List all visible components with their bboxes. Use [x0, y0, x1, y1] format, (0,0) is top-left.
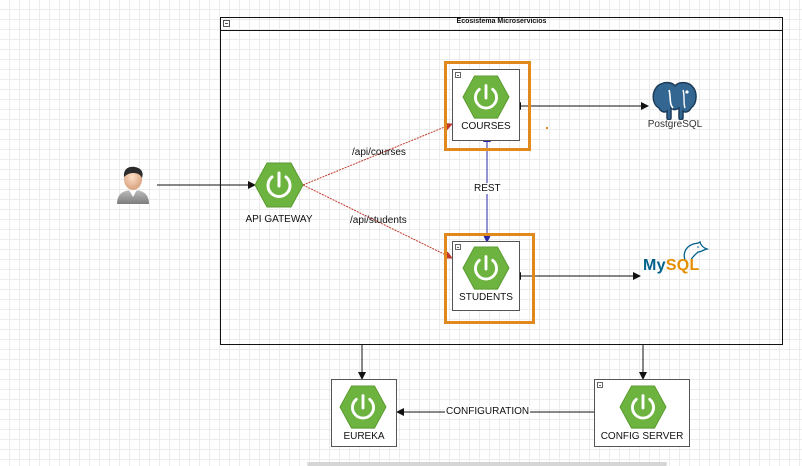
stray-point: [546, 127, 548, 129]
spring-power-icon: [619, 385, 667, 429]
eureka-spring-icon: [338, 384, 388, 430]
spring-power-icon: [462, 246, 510, 290]
mysql-dolphin-icon: [683, 240, 710, 261]
eureka-label: EUREKA: [343, 431, 385, 442]
collapse-icon[interactable]: [455, 244, 461, 250]
container-title: Ecosistema Microservicios: [456, 18, 547, 25]
label-api-students: /api/students: [350, 215, 407, 226]
label-configuration: CONFIGURATION: [445, 406, 531, 417]
students-highlight: [444, 233, 535, 324]
user-icon: [117, 166, 149, 204]
mysql-logo-text: MySQL: [643, 257, 700, 275]
spring-power-icon: [254, 162, 304, 208]
config-server-label: CONFIG SERVER: [600, 431, 684, 442]
collapse-icon[interactable]: [597, 382, 603, 388]
collapse-icon[interactable]: [223, 20, 230, 27]
edge-gateway-students: [302, 184, 453, 259]
config-server-spring-icon: [618, 384, 668, 430]
label-api-courses: /api/courses: [352, 147, 406, 158]
postgresql-elephant-icon: [652, 81, 697, 121]
courses-spring-icon: [462, 74, 510, 120]
user-actor[interactable]: [113, 163, 153, 205]
mysql-node[interactable]: MySQL: [643, 240, 713, 280]
mysql-text-my: My: [643, 257, 666, 274]
api-gateway-node[interactable]: [254, 161, 304, 209]
students-label: STUDENTS: [459, 292, 513, 303]
ecosystem-header-bar: [220, 17, 783, 31]
postgresql-node[interactable]: PostgreSQL: [645, 78, 705, 133]
courses-label: COURSES: [461, 121, 511, 132]
postgresql-label: PostgreSQL: [647, 119, 703, 130]
ecosystem-container[interactable]: [220, 17, 783, 345]
courses-highlight: [444, 61, 531, 151]
spring-power-icon: [339, 385, 387, 429]
mysql-text-sql: SQL: [665, 257, 700, 274]
horizontal-scrollbar[interactable]: [307, 462, 667, 466]
api-gateway-label: API GATEWAY: [245, 214, 313, 225]
students-spring-icon: [462, 245, 510, 291]
collapse-icon[interactable]: [455, 72, 461, 78]
label-rest: REST: [472, 183, 503, 194]
spring-power-icon: [462, 75, 510, 119]
